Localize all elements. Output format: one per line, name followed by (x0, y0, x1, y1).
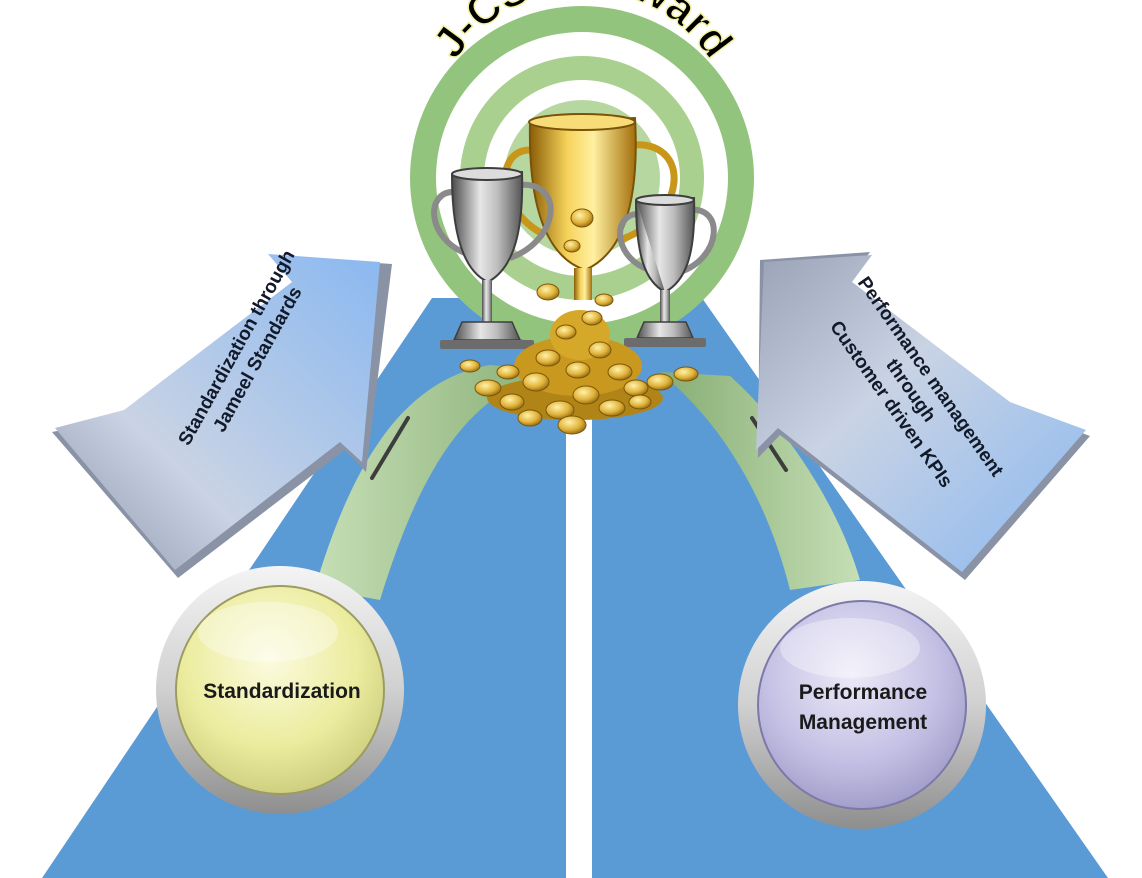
standardization-label-text: Standardization (203, 680, 361, 703)
left-path-dash (370, 416, 410, 480)
performance-management-label: Performance Management (760, 648, 966, 768)
performance-label-line1: Performance (798, 681, 928, 704)
right-arrow (756, 252, 1090, 580)
silver-trophy-left-icon (431, 167, 554, 349)
left-arrow (52, 254, 392, 578)
right-green-path (660, 372, 860, 590)
performance-label-line2: Management (798, 711, 928, 734)
left-green-path (315, 365, 560, 600)
gold-coins-icon (459, 208, 699, 435)
performance-management-circle (738, 581, 986, 829)
standardization-label: Standardization (182, 632, 382, 752)
silver-trophy-right-icon (617, 194, 717, 347)
standardization-circle (156, 566, 404, 814)
